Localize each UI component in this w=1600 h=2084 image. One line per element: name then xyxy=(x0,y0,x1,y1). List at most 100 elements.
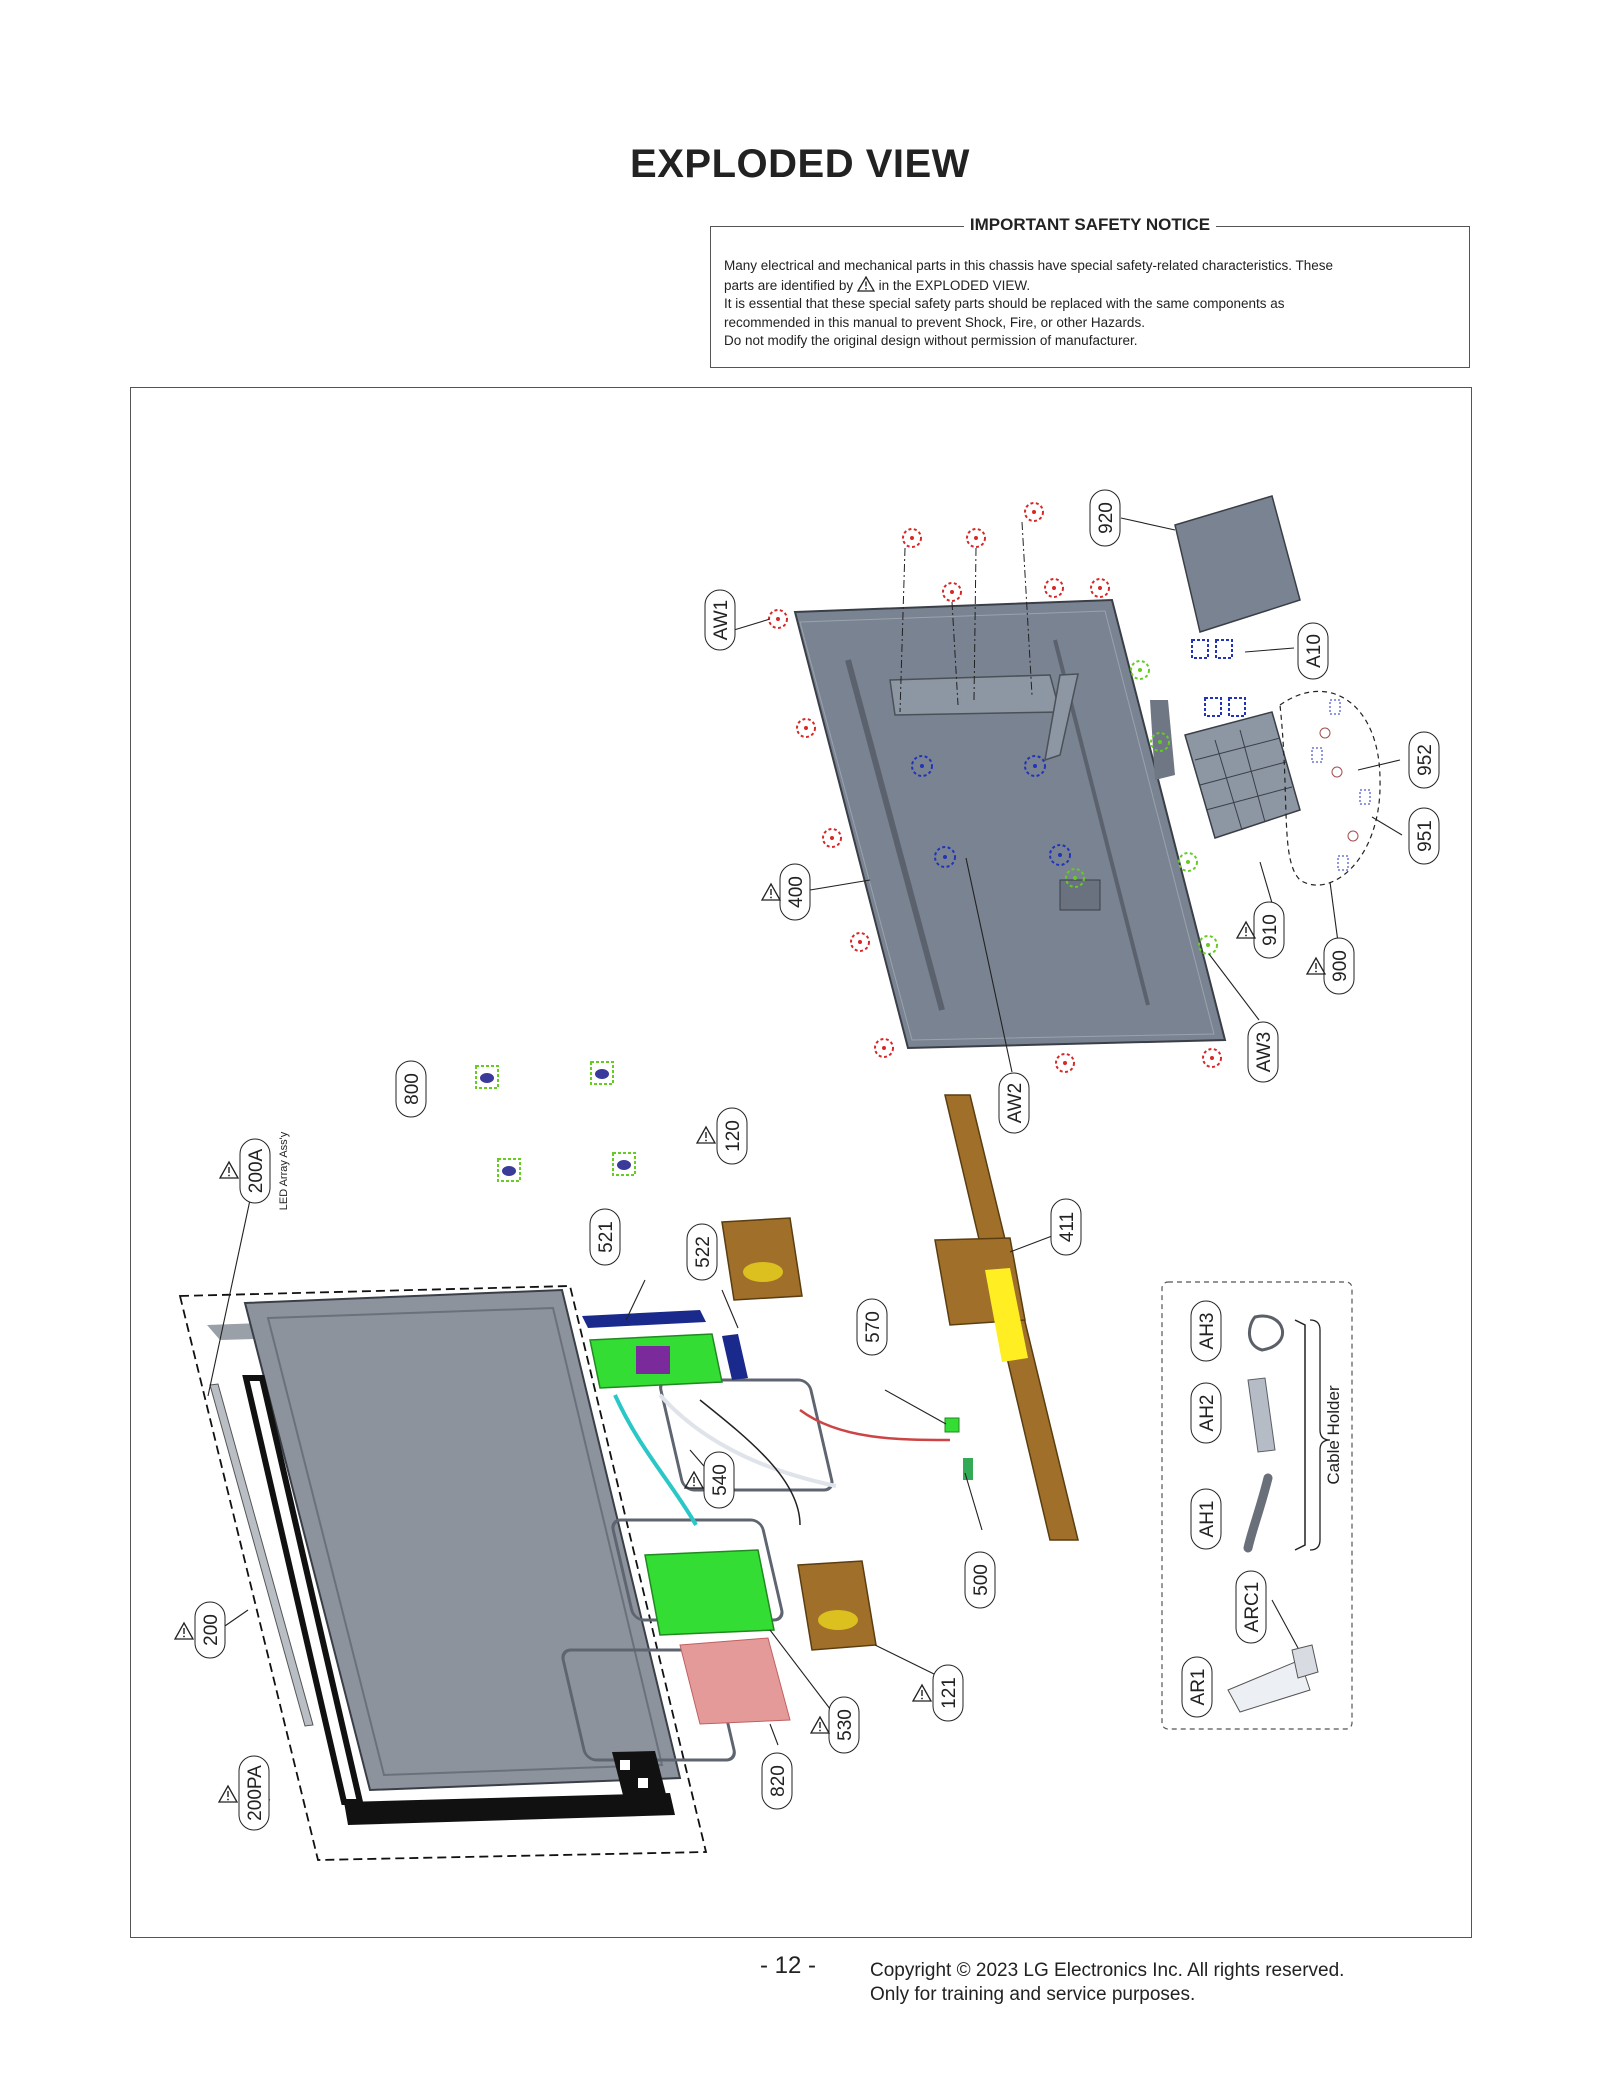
notice-line: Many electrical and mechanical parts in … xyxy=(724,258,1334,273)
page-title: EXPLODED VIEW xyxy=(630,142,970,186)
safety-notice-heading: IMPORTANT SAFETY NOTICE xyxy=(963,215,1217,234)
label-522: 522 xyxy=(686,1223,718,1281)
svg-text:800: 800 xyxy=(402,1073,423,1105)
display-panel xyxy=(178,1285,834,1861)
label-500: 500 xyxy=(964,1551,996,1609)
back-cover-400 xyxy=(793,598,1227,1050)
notice-line: recommended in this manual to prevent Sh… xyxy=(724,314,1145,330)
label-411: 411 xyxy=(1050,1198,1082,1256)
svg-text:951: 951 xyxy=(1415,820,1436,852)
purpose-line: Only for training and service purposes. xyxy=(870,1984,1196,2005)
stand-group-outline xyxy=(1279,690,1381,886)
label-AR1: AR1 xyxy=(1181,1656,1213,1718)
svg-text:900: 900 xyxy=(1330,950,1351,982)
label-AW2: AW2 xyxy=(998,1072,1030,1134)
warning-triangle-icon xyxy=(856,275,875,292)
label-200PA: 200PA xyxy=(238,1755,270,1831)
cover-plate-920 xyxy=(1174,495,1301,633)
copyright-line: Copyright © 2023 LG Electronics Inc. All… xyxy=(870,1960,1345,1981)
board-500 xyxy=(963,1458,973,1480)
label-ARC1: ARC1 xyxy=(1235,1570,1267,1644)
label-AW3: AW3 xyxy=(1247,1021,1279,1083)
svg-text:411: 411 xyxy=(1057,1212,1078,1242)
cable-holder-brace xyxy=(1309,1319,1331,1551)
label-521: 521 xyxy=(589,1208,621,1266)
label-900: 900 xyxy=(1323,937,1355,995)
svg-text:AW3: AW3 xyxy=(1254,1032,1275,1072)
svg-text:570: 570 xyxy=(863,1311,884,1343)
notice-line: parts are identified by in the EXPLODED … xyxy=(724,275,1456,296)
main-board xyxy=(582,1310,748,1389)
label-800: 800 xyxy=(395,1060,427,1118)
svg-text:400: 400 xyxy=(786,876,807,908)
notice-line: It is essential that these special safet… xyxy=(724,296,1285,311)
screws-951-952 xyxy=(1311,699,1371,871)
label-400: 400 xyxy=(779,863,811,921)
svg-text:522: 522 xyxy=(693,1236,714,1268)
svg-text:AH2: AH2 xyxy=(1197,1395,1218,1432)
safety-notice-body: Many electrical and mechanical parts in … xyxy=(724,257,1456,351)
ir-board-570 xyxy=(944,1417,960,1433)
page-number: - 12 - xyxy=(760,1952,817,1979)
label-120: 120 xyxy=(716,1107,748,1165)
svg-text:910: 910 xyxy=(1260,914,1281,946)
diagram-frame xyxy=(130,387,1472,1938)
label-cable-holder: Cable Holder xyxy=(1324,1385,1343,1485)
screw-axis-lines xyxy=(899,521,1033,713)
label-570: 570 xyxy=(856,1298,888,1356)
power-board-530 xyxy=(644,1549,775,1636)
svg-text:Cable Holder: Cable Holder xyxy=(1324,1385,1343,1485)
notice-text: in the EXPLODED VIEW. xyxy=(878,277,1031,293)
speaker-120 xyxy=(721,1217,803,1301)
label-A10: A10 xyxy=(1297,622,1329,680)
label-910: 910 xyxy=(1253,901,1285,959)
clips-800 xyxy=(475,1061,636,1182)
label-121: 121 xyxy=(932,1664,964,1722)
label-AH1: AH1 xyxy=(1190,1488,1222,1550)
svg-text:ARC1: ARC1 xyxy=(1242,1582,1263,1633)
notice-text: parts are identified by xyxy=(724,277,854,293)
svg-text:120: 120 xyxy=(723,1120,744,1152)
label-200: 200 xyxy=(194,1601,226,1659)
label-540: 540 xyxy=(703,1451,735,1509)
svg-text:LED Array Ass'y: LED Array Ass'y xyxy=(278,1131,290,1210)
notice-line: Do not modify the original design withou… xyxy=(724,333,1138,348)
leader-lines xyxy=(207,517,1403,1801)
svg-text:AW2: AW2 xyxy=(1005,1083,1026,1123)
insulator-820 xyxy=(679,1637,791,1725)
svg-text:521: 521 xyxy=(596,1221,617,1253)
svg-text:AR1: AR1 xyxy=(1188,1669,1209,1706)
svg-text:200A: 200A xyxy=(246,1148,267,1193)
svg-text:AW1: AW1 xyxy=(711,600,732,640)
labels-layer: 920 A10 952 951 910 900 AW1 400 AW2 AW3 … xyxy=(174,489,1440,1831)
label-951: 951 xyxy=(1408,807,1440,865)
cables-540 xyxy=(613,1393,951,1527)
svg-text:530: 530 xyxy=(835,1709,856,1741)
safety-notice: IMPORTANT SAFETY NOTICE Many electrical … xyxy=(710,215,1470,368)
svg-text:820: 820 xyxy=(768,1765,789,1797)
svg-text:A10: A10 xyxy=(1304,634,1325,668)
svg-text:540: 540 xyxy=(710,1464,731,1496)
label-AH3: AH3 xyxy=(1190,1300,1222,1362)
clips-A10 xyxy=(1191,639,1246,717)
bracket-411 xyxy=(934,1094,1079,1541)
svg-text:920: 920 xyxy=(1096,502,1117,534)
label-952: 952 xyxy=(1408,731,1440,789)
svg-text:200PA: 200PA xyxy=(245,1765,266,1821)
svg-text:952: 952 xyxy=(1415,744,1436,776)
label-200A: 200A xyxy=(239,1138,271,1204)
svg-text:AH3: AH3 xyxy=(1197,1313,1218,1350)
svg-text:121: 121 xyxy=(939,1677,960,1709)
label-530: 530 xyxy=(828,1696,860,1754)
accessories-box xyxy=(1161,1281,1353,1730)
accessory-parts xyxy=(1227,1314,1319,1713)
svg-text:AH1: AH1 xyxy=(1197,1501,1218,1538)
svg-text:500: 500 xyxy=(971,1564,992,1596)
footer-copyright: Copyright © 2023 LG Electronics Inc. All… xyxy=(870,1959,1344,2007)
label-led-array: LED Array Ass'y xyxy=(278,1131,290,1210)
stand-910 xyxy=(1184,711,1301,839)
label-AW1: AW1 xyxy=(704,589,736,651)
label-820: 820 xyxy=(761,1752,793,1810)
svg-text:200: 200 xyxy=(201,1614,222,1646)
